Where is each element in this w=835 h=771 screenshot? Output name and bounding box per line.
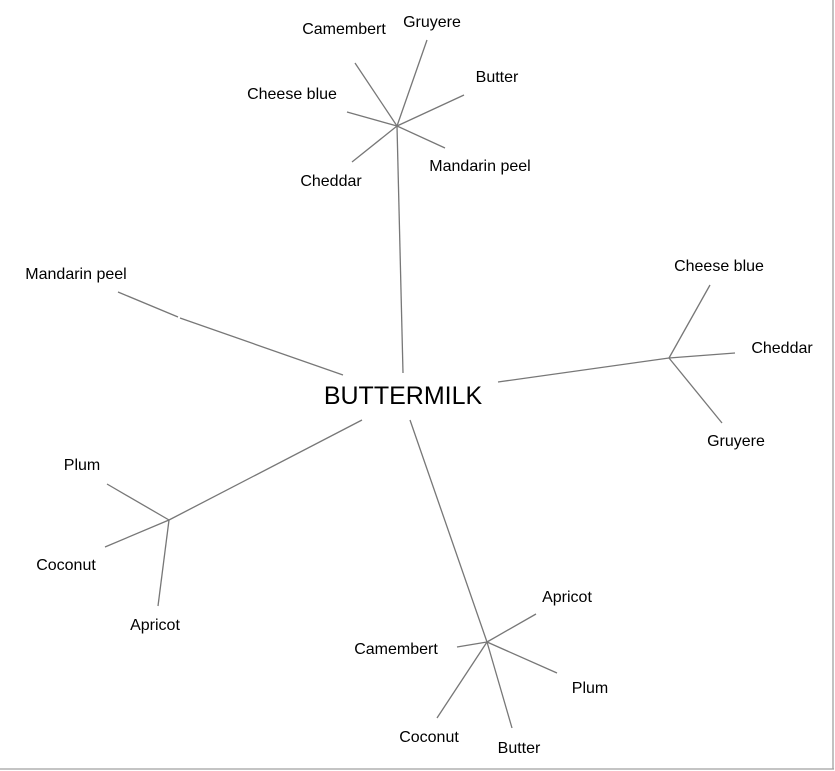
leaf-label-bottom-apricot: Apricot	[542, 589, 592, 606]
edge-root-bottom-left	[168, 419, 363, 521]
edge-right-cheddar	[668, 352, 736, 359]
edge-bottom-plum	[486, 641, 558, 674]
edge-top-camembert	[354, 62, 398, 127]
leaf-label-bottom-left-apricot: Apricot	[130, 617, 180, 634]
edge-top-cheese-blue	[346, 111, 398, 127]
edge-top-cheddar	[351, 125, 398, 163]
leaf-label-top-gruyere: Gruyere	[403, 14, 461, 31]
leaf-label-bottom-left-coconut: Coconut	[36, 557, 96, 574]
edge-bottom-left-plum	[106, 483, 170, 521]
edge-root-left	[179, 317, 344, 376]
root-node-label: BUTTERMILK	[324, 382, 483, 410]
leaf-label-right-gruyere: Gruyere	[707, 433, 765, 450]
edge-top-gruyere	[396, 39, 428, 127]
leaf-label-bottom-camembert: Camembert	[354, 641, 438, 658]
leaf-label-bottom-coconut: Coconut	[399, 729, 459, 746]
leaf-label-top-butter: Butter	[476, 69, 519, 86]
leaf-label-right-cheddar: Cheddar	[751, 340, 813, 357]
leaf-label-bottom-left-plum: Plum	[64, 457, 100, 474]
edge-top-butter	[396, 94, 465, 127]
edge-bottom-butter	[486, 641, 513, 729]
leaf-label-left-mandarin-peel: Mandarin peel	[25, 266, 126, 283]
leaf-label-bottom-butter: Butter	[498, 740, 541, 757]
leaf-label-top-camembert: Camembert	[302, 21, 386, 38]
leaf-label-right-cheese-blue: Cheese blue	[674, 258, 764, 275]
edge-bottom-left-coconut	[104, 519, 170, 548]
leaf-label-top-mandarin-peel: Mandarin peel	[429, 158, 530, 175]
edge-bottom-coconut	[436, 641, 488, 719]
edge-bottom-apricot	[486, 613, 537, 643]
edge-bottom-left-apricot	[157, 519, 170, 607]
edge-root-right	[497, 357, 670, 383]
leaf-label-top-cheese-blue: Cheese blue	[247, 86, 337, 103]
edge-right-gruyere	[668, 357, 723, 424]
leaf-label-bottom-plum: Plum	[572, 680, 608, 697]
edge-root-bottom	[409, 419, 488, 643]
edge-left-mandarin-peel	[117, 291, 179, 318]
edge-root-top	[396, 125, 404, 374]
edge-bottom-camembert	[456, 641, 488, 648]
edge-top-mandarin-peel	[396, 125, 446, 149]
edge-right-cheese-blue	[668, 284, 711, 359]
leaf-label-top-cheddar: Cheddar	[300, 173, 362, 190]
